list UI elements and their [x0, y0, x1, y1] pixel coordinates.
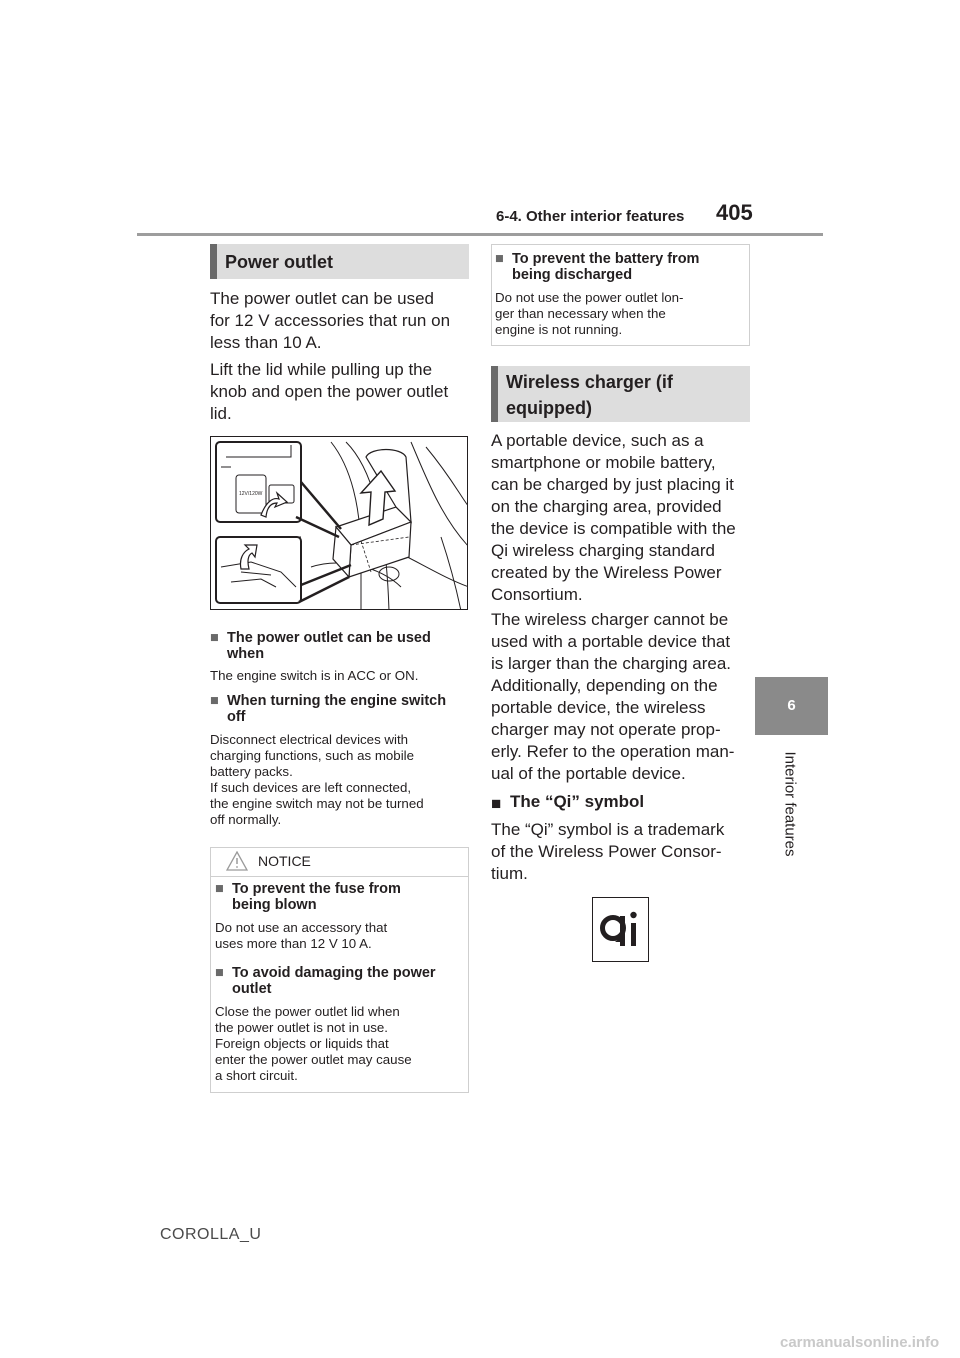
- battery-notice-box: [491, 244, 750, 346]
- watermark: carmanualsonline.info: [780, 1334, 940, 1351]
- qi-logo-icon: [592, 897, 649, 962]
- notice-header: [210, 847, 469, 877]
- header-rule: [137, 233, 823, 236]
- sub-heading-engine-switch-off: ■ When turning the engine switch off: [210, 693, 447, 725]
- power-outlet-heading: Power outlet: [210, 244, 469, 279]
- power-outlet-instructions: Lift the lid while pulling up the knob a…: [210, 360, 449, 423]
- qi-symbol-heading: ■ The “Qi” symbol: [491, 792, 645, 813]
- engine-switch-off-text: Disconnect electrical devices with charg…: [210, 732, 424, 827]
- notice-label: NOTICE: [258, 853, 311, 869]
- power-outlet-intro: The power outlet can be used for 12 V ac…: [210, 289, 451, 352]
- notice-outlet-text: Close the power outlet lid when the powe…: [215, 1004, 412, 1083]
- header-section-title: 6-4. Other interior features: [496, 208, 685, 225]
- battery-notice-heading: ■ To prevent the battery from being disc…: [495, 251, 700, 283]
- notice-fuse-heading: ■ To prevent the fuse from being blown: [215, 881, 401, 913]
- battery-notice-text: Do not use the power outlet lon- ger tha…: [495, 290, 684, 337]
- power-outlet-illustration: 12V/120W: [210, 436, 468, 610]
- chapter-label: Interior features: [781, 751, 799, 857]
- qi-symbol-text: The “Qi” symbol is a trademark of the Wi…: [491, 820, 725, 883]
- notice-outlet-heading: ■ To avoid damaging the power outlet: [215, 965, 436, 997]
- wireless-intro: A portable device, such as a smartphone …: [491, 431, 736, 604]
- footer-model: COROLLA_U: [160, 1226, 262, 1243]
- sub-heading-power-outlet-when: ■ The power outlet can be used when: [210, 630, 431, 662]
- chapter-tab: 6: [755, 677, 828, 735]
- page-number: 405: [716, 200, 753, 225]
- power-outlet-when-text: The engine switch is in ACC or ON.: [210, 668, 419, 683]
- warning-icon: [226, 851, 248, 871]
- wireless-charger-heading: Wireless charger (if equipped): [491, 366, 750, 422]
- figure-label: 12V/120W: [239, 491, 263, 497]
- notice-box: [210, 847, 469, 1093]
- wireless-limitations: The wireless charger cannot be used with…: [491, 610, 735, 783]
- notice-fuse-text: Do not use an accessory that uses more t…: [215, 920, 388, 951]
